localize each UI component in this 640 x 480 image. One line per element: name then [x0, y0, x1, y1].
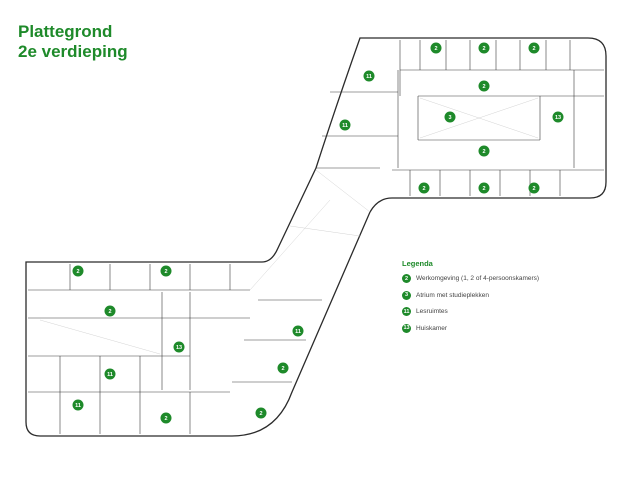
room-marker-label: 2 [164, 269, 167, 275]
room-marker-circle [363, 70, 375, 82]
room-marker-label: 13 [176, 345, 182, 351]
legend-badge: 13 [402, 323, 411, 333]
room-marker-2: 2 [72, 265, 84, 277]
room-marker-11: 11 [292, 325, 304, 337]
legend: Legenda 2 Werkomgeving (1, 2 of 4-persoo… [402, 259, 622, 339]
room-marker-circle [478, 80, 490, 92]
room-marker-circle [160, 265, 172, 277]
room-marker-circle [173, 341, 185, 353]
room-marker-label: 11 [75, 403, 81, 409]
room-marker-circle [478, 145, 490, 157]
room-marker-circle [528, 182, 540, 194]
legend-label: Huiskamer [416, 324, 448, 332]
room-marker-2: 2 [528, 182, 540, 194]
interior-walls [28, 40, 604, 434]
room-marker-label: 11 [295, 329, 301, 335]
room-marker-label: 2 [259, 411, 262, 417]
room-marker-label: 2 [532, 46, 535, 52]
atrium-diagonals [39, 97, 539, 355]
legend-title: Legenda [402, 259, 433, 268]
legend-badge: 2 [402, 274, 411, 283]
room-marker-circle [478, 42, 490, 54]
room-marker-13: 13 [552, 111, 564, 123]
room-marker-2: 2 [478, 80, 490, 92]
room-marker-2: 2 [160, 265, 172, 277]
legend-label: Atrium met studieplekken [416, 291, 489, 299]
room-marker-label: 2 [482, 186, 485, 192]
room-marker-circle [292, 325, 304, 337]
room-marker-circle [478, 182, 490, 194]
legend-item-atrium: 3 Atrium met studieplekken [402, 290, 622, 301]
room-marker-2: 2 [528, 42, 540, 54]
room-marker-circle [444, 111, 456, 123]
room-marker-2: 2 [478, 182, 490, 194]
room-marker-2: 2 [255, 407, 267, 419]
title-line-1: Plattegrond [18, 22, 113, 41]
room-marker-2: 2 [418, 182, 430, 194]
room-marker-circle [430, 42, 442, 54]
room-marker-label: 2 [482, 84, 485, 90]
room-marker-circle [104, 368, 116, 380]
room-marker-circle [528, 42, 540, 54]
room-marker-label: 2 [482, 149, 485, 155]
room-marker-2: 2 [277, 362, 289, 374]
room-marker-circle [72, 265, 84, 277]
legend-badge: 3 [402, 290, 411, 300]
legend-item-lesruimtes: 11 Lesruimtes [402, 306, 622, 317]
legend-label: Lesruimtes [416, 308, 448, 315]
legend-item-werkomgeving: 2 Werkomgeving (1, 2 of 4-persoonskamers… [402, 273, 622, 284]
room-marker-circle [339, 119, 351, 131]
room-marker-11: 11 [339, 119, 351, 131]
room-marker-3: 3 [444, 111, 456, 123]
room-marker-2: 2 [160, 412, 172, 424]
room-marker-circle [160, 412, 172, 424]
room-marker-circle [277, 362, 289, 374]
legend-item-huiskamer: 13 Huiskamer [402, 323, 622, 334]
title-line-2: 2e verdieping [18, 42, 128, 61]
room-marker-2: 2 [430, 42, 442, 54]
legend-badge: 11 [402, 307, 411, 316]
room-marker-label: 2 [164, 416, 167, 422]
room-marker-label: 2 [422, 186, 425, 192]
room-marker-label: 3 [448, 115, 451, 121]
room-marker-label: 11 [107, 372, 113, 378]
room-marker-label: 2 [434, 46, 437, 52]
room-marker-label: 11 [366, 74, 372, 80]
room-marker-circle [104, 305, 116, 317]
room-marker-2: 2 [478, 42, 490, 54]
room-marker-label: 11 [342, 123, 348, 129]
room-marker-label: 2 [108, 309, 111, 315]
room-marker-circle [72, 399, 84, 411]
room-marker-circle [418, 182, 430, 194]
room-marker-label: 13 [555, 115, 561, 121]
room-marker-2: 2 [478, 145, 490, 157]
room-marker-11: 11 [104, 368, 116, 380]
room-marker-11: 11 [72, 399, 84, 411]
room-marker-11: 11 [363, 70, 375, 82]
room-markers: 2 2 2 11 2 11 3 13 2 2 2 2 2 2 2 11 13 2 11 2 2 11 [72, 42, 564, 424]
room-marker-label: 2 [482, 46, 485, 52]
room-marker-2: 2 [104, 305, 116, 317]
room-marker-label: 2 [281, 366, 284, 372]
room-marker-label: 2 [532, 186, 535, 192]
legend-label: Werkomgeving (1, 2 of 4-persoonskamers) [416, 275, 540, 282]
room-marker-13: 13 [173, 341, 185, 353]
room-marker-circle [552, 111, 564, 123]
page-title: Plattegrond 2e verdieping [18, 22, 128, 62]
room-marker-circle [255, 407, 267, 419]
room-marker-label: 2 [76, 269, 79, 275]
